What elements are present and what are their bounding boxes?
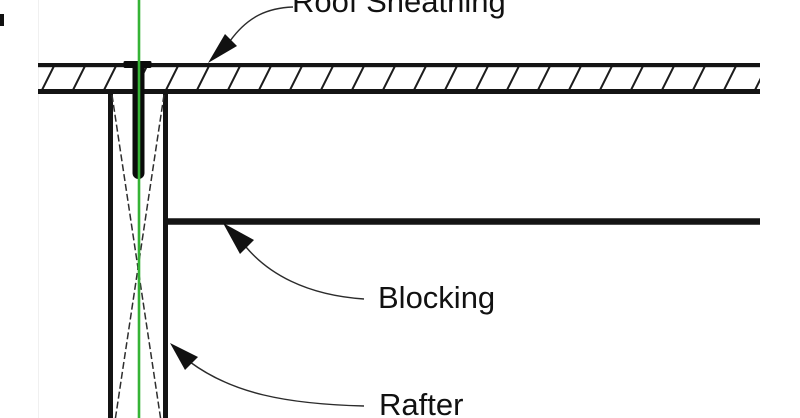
label-roof-sheathing: Roof Sheathing — [292, 0, 506, 19]
arrowhead-icon — [223, 223, 254, 254]
arrowhead-icon — [170, 343, 198, 370]
rafter-leader-line — [189, 361, 365, 407]
sheathing-bottom-face — [38, 89, 760, 94]
sheathing-top-face — [38, 63, 760, 68]
drawing-left-edge — [38, 0, 39, 418]
sheathing-hatch — [38, 67, 760, 90]
roof-sheathing-leader-line — [229, 6, 294, 42]
left-edge-tick — [0, 14, 4, 26]
arrowhead-icon — [208, 34, 237, 63]
label-blocking: Blocking — [378, 280, 496, 315]
blocking-leader-line — [245, 246, 365, 300]
label-rafter: Rafter — [379, 387, 464, 418]
